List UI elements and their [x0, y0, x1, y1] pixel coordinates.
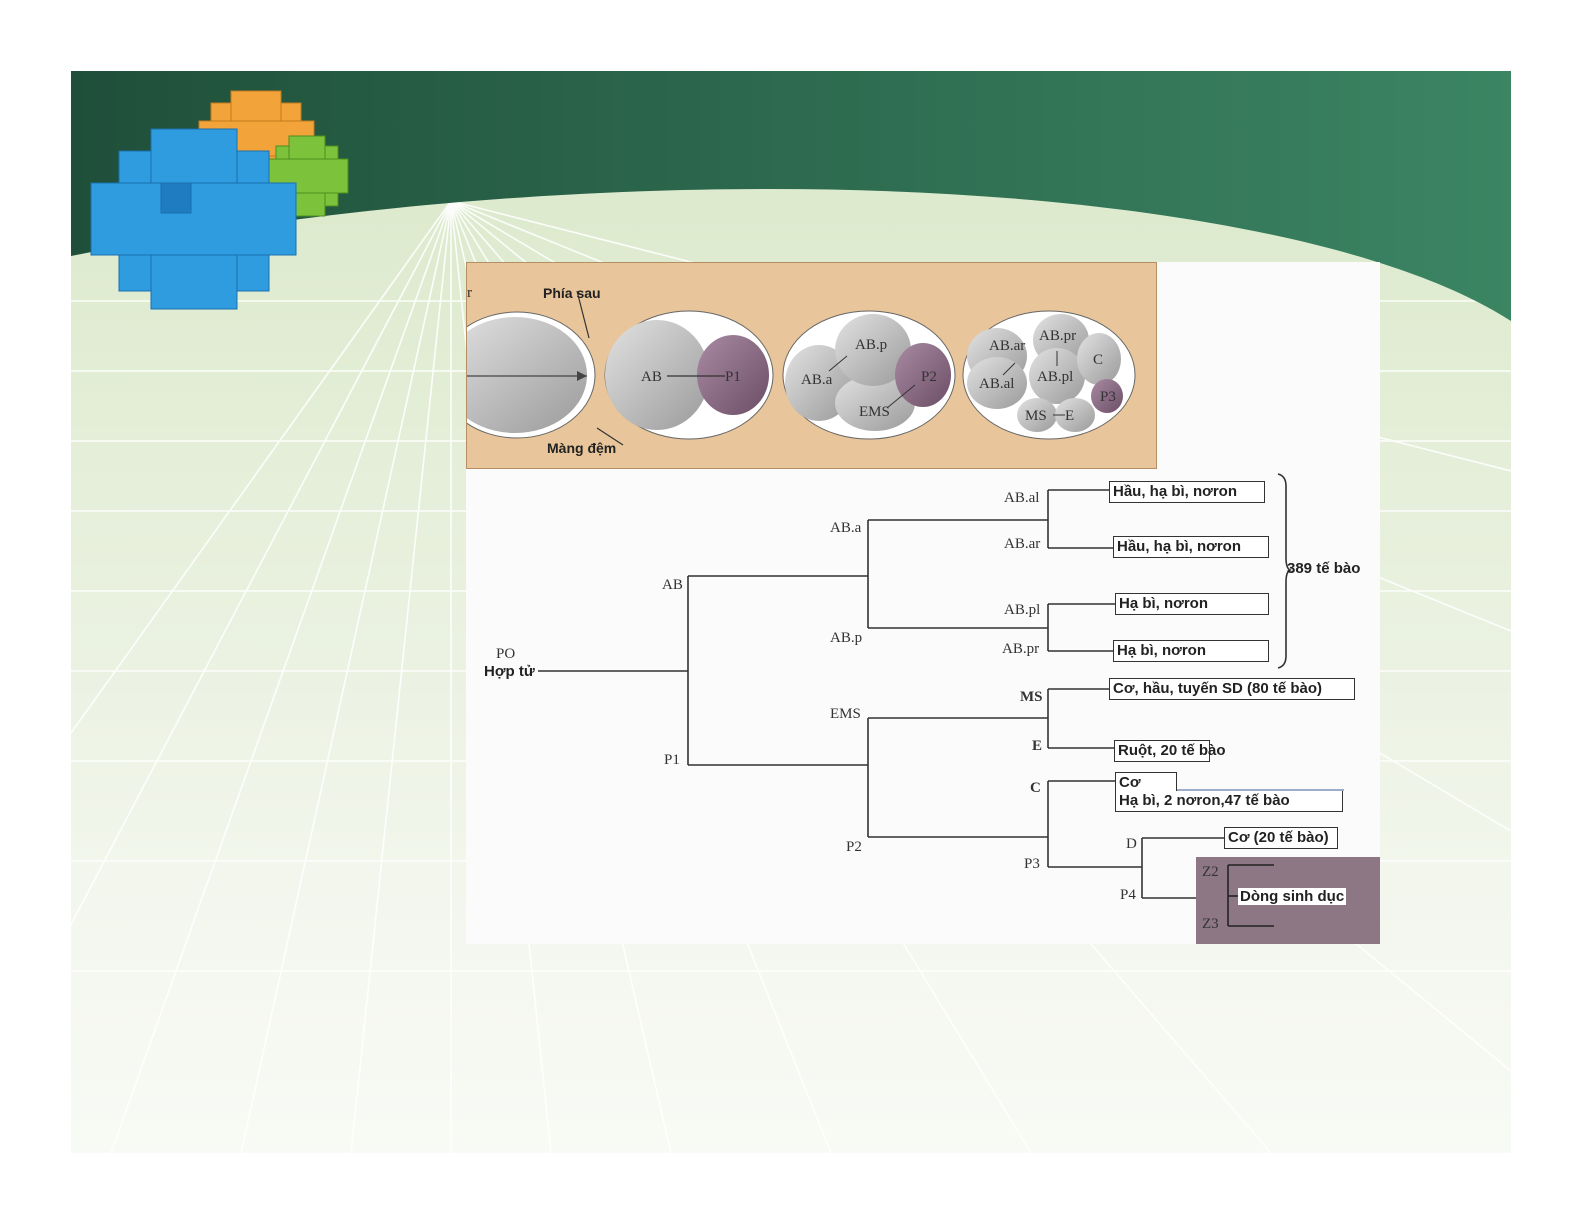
embryo-stage-4	[962, 310, 1136, 440]
node-abp: AB.p	[830, 630, 862, 646]
fate-abpr: Hạ bì, nơron	[1113, 640, 1269, 662]
stage3-cell-abp: AB.p	[855, 337, 887, 353]
fate-ms: Cơ, hầu, tuyến SD (80 tế bào)	[1109, 678, 1355, 700]
node-p3: P3	[1024, 856, 1040, 872]
embryo-stage-3	[782, 310, 956, 440]
embryo-stage-1	[467, 290, 624, 446]
stage3-cell-aba: AB.a	[801, 372, 833, 388]
node-p4: P4	[1120, 887, 1136, 903]
header-band	[71, 71, 1511, 321]
node-z2: Z2	[1202, 864, 1219, 880]
stage4-cell-c: C	[1093, 352, 1103, 368]
node-aba: AB.a	[830, 520, 862, 536]
stage4-cell-abpr: AB.pr	[1039, 328, 1076, 344]
fate-p4: Dòng sinh dục	[1238, 888, 1347, 905]
node-abar: AB.ar	[1004, 536, 1040, 552]
node-ms: MS	[1020, 689, 1043, 705]
zygote-label: Hợp tử	[484, 663, 535, 680]
eggshell-label: Màng đệm	[547, 440, 616, 456]
node-p2: P2	[846, 839, 862, 855]
node-ems: EMS	[830, 706, 861, 722]
stage4-cell-abal: AB.al	[979, 376, 1014, 392]
stage3-cell-ems: EMS	[859, 404, 890, 420]
fate-c-other: Hạ bì, 2 nơron,47 tế bào	[1115, 791, 1343, 812]
node-abal: AB.al	[1004, 490, 1039, 506]
stage3-cell-p2: P2	[921, 369, 937, 385]
node-abpr: AB.pr	[1002, 641, 1039, 657]
tree-lines	[538, 473, 1344, 927]
stage2-cell-ab: AB	[641, 369, 662, 385]
embryo-stage-2	[604, 310, 774, 440]
stage4-cell-ms: MS	[1025, 408, 1047, 424]
cell-lineage-figure: r Phía sau Màng đệm AB P1 AB.p AB.a P2 E…	[466, 262, 1380, 944]
stage4-cell-abpl: AB.pl	[1037, 369, 1073, 385]
fate-abpl: Hạ bì, nơron	[1115, 593, 1269, 615]
fate-abar: Hầu, hạ bì, nơron	[1113, 536, 1269, 558]
embryo-stages-panel: r Phía sau Màng đệm AB P1 AB.p AB.a P2 E…	[466, 262, 1157, 469]
fate-abal: Hầu, hạ bì, nơron	[1109, 481, 1265, 503]
fate-d: Cơ (20 tế bào)	[1224, 827, 1338, 849]
node-ab: AB	[662, 577, 683, 593]
node-c: C	[1030, 780, 1041, 796]
puzzle-cubes-logo	[90, 90, 349, 310]
stage4-cell-abar: AB.ar	[989, 338, 1025, 354]
ab-total-label: 389 tế bào	[1287, 560, 1361, 577]
cut-label: r	[467, 285, 472, 301]
node-p1: P1	[664, 752, 680, 768]
fate-e: Ruột, 20 tế bào	[1114, 740, 1226, 762]
node-po: PO	[496, 646, 515, 662]
node-d: D	[1126, 836, 1137, 852]
lineage-tree: PO AB P1 AB.a AB.p EMS P2 AB.al AB.ar AB…	[496, 473, 1344, 932]
stage4-cell-e: E	[1065, 408, 1074, 424]
node-e: E	[1032, 738, 1042, 754]
node-abpl: AB.pl	[1004, 602, 1040, 618]
node-z3: Z3	[1202, 916, 1219, 932]
stage2-cell-p1: P1	[725, 369, 741, 385]
posterior-label: Phía sau	[543, 285, 601, 301]
stage4-cell-p3: P3	[1100, 389, 1116, 405]
